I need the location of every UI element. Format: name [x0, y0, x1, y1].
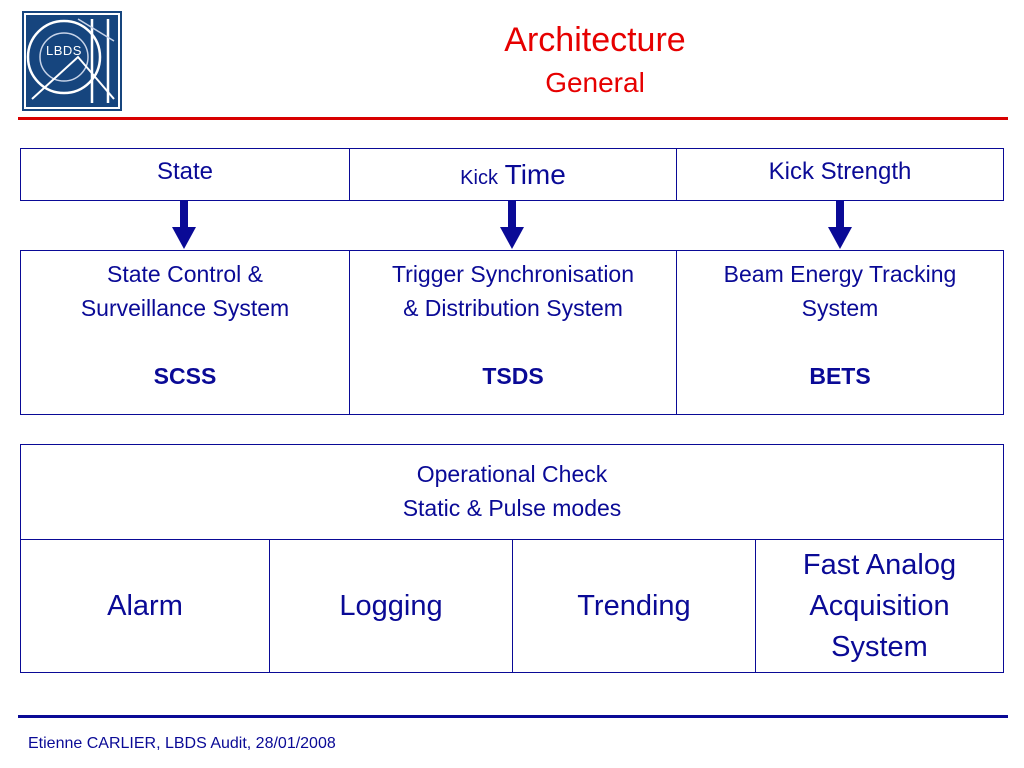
function-alarm-label: Alarm — [107, 589, 183, 622]
input-state-label: State — [156, 158, 214, 185]
input-kick-strength: Kick Strength — [676, 148, 1004, 201]
system-scss-line2: Surveillance System — [80, 295, 290, 321]
function-fast-analog-acquisition: Fast Analog Acquisition System — [755, 539, 1004, 673]
operational-check-line2: Static & Pulse modes — [402, 495, 622, 521]
input-kick-time: Kick Time — [349, 148, 677, 201]
operational-check-line1: Operational Check — [416, 461, 608, 487]
operational-check: Operational Check Static & Pulse modes — [20, 444, 1004, 540]
function-faas-line2: Acquisition — [809, 589, 950, 622]
system-scss-abbr: SCSS — [153, 363, 217, 389]
lbds-logo: LBDS — [22, 11, 122, 111]
arrow-down-icon — [828, 201, 852, 249]
function-trending-label: Trending — [577, 589, 691, 622]
page-subtitle: General — [545, 67, 645, 98]
title-divider — [18, 117, 1008, 120]
logo-graphic-icon — [24, 13, 120, 109]
function-logging-label: Logging — [339, 589, 443, 622]
input-kick-time-prefix: Kick — [460, 167, 498, 189]
system-scss-line1: State Control & — [107, 261, 263, 287]
system-tsds-line1: Trigger Synchronisation — [391, 261, 635, 287]
arrow-down-icon — [500, 201, 524, 249]
function-faas-line3: System — [831, 630, 928, 663]
system-bets-line2: System — [801, 295, 879, 321]
function-alarm: Alarm — [20, 539, 270, 673]
system-tsds-line2: & Distribution System — [403, 295, 623, 321]
arrow-down-icon — [172, 201, 196, 249]
function-logging: Logging — [269, 539, 513, 673]
input-kick-time-label: Time — [504, 159, 566, 190]
system-bets: Beam Energy Tracking System BETS — [676, 250, 1004, 415]
input-kick-strength-label: Kick Strength — [768, 158, 912, 185]
page-title: Architecture — [504, 21, 686, 59]
function-trending: Trending — [512, 539, 756, 673]
footer-text: Etienne CARLIER, LBDS Audit, 28/01/2008 — [28, 735, 336, 752]
input-state: State — [20, 148, 350, 201]
system-tsds: Trigger Synchronisation & Distribution S… — [349, 250, 677, 415]
system-tsds-abbr: TSDS — [482, 363, 544, 389]
footer-divider — [18, 715, 1008, 718]
system-bets-abbr: BETS — [809, 363, 871, 389]
logo-text: LBDS — [46, 43, 82, 58]
function-faas-line1: Fast Analog — [802, 548, 957, 581]
system-scss: State Control & Surveillance System SCSS — [20, 250, 350, 415]
system-bets-line1: Beam Energy Tracking — [723, 261, 957, 287]
